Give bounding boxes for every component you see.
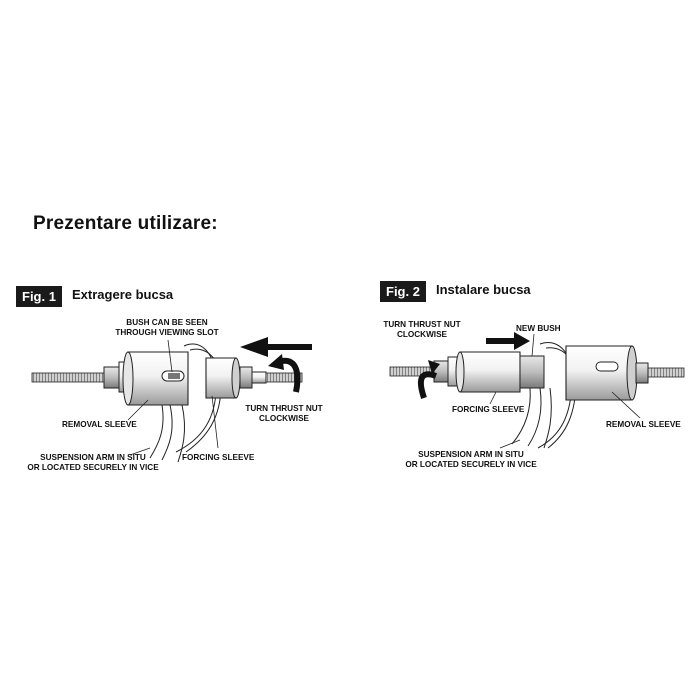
fig2-label-new-bush: NEW BUSH xyxy=(516,324,561,333)
fig2-label-turn-nut-line2: CLOCKWISE xyxy=(396,330,448,339)
fig2-direction-arrow xyxy=(486,332,530,350)
fig2-threaded-rod-right xyxy=(647,367,685,378)
fig1-sleeve-end xyxy=(122,351,134,406)
fig1-label-turn-nut-line2: CLOCKWISE xyxy=(258,414,310,423)
page-heading: Prezentare utilizare: xyxy=(33,213,218,234)
fig2-label-suspension-line2: OR LOCATED SECURELY IN VICE xyxy=(405,460,537,469)
fig2-arm-line-1 xyxy=(511,387,531,445)
fig2-arm-line-3 xyxy=(543,387,552,449)
fig2-title: Instalare bucsa xyxy=(436,282,531,297)
fig2-diagram xyxy=(389,332,685,449)
fig1-leader-removal xyxy=(127,399,149,421)
fig1-thrust-washer xyxy=(251,371,267,384)
fig2-leader-removal xyxy=(611,391,641,419)
fig1-nut-left xyxy=(103,366,120,389)
fig2-rotation-arrow xyxy=(417,371,438,399)
fig1-label-turn-nut-line1: TURN THRUST NUT xyxy=(245,404,323,413)
fig1-threaded-rod-left xyxy=(31,372,108,383)
fig2-label-turn-nut: TURN THRUST NUT CLOCKWISE xyxy=(372,320,472,340)
fig1-label-turn-nut: TURN THRUST NUT CLOCKWISE xyxy=(236,404,332,424)
fig1-label-suspension-line2: OR LOCATED SECURELY IN VICE xyxy=(27,463,159,472)
fig2-forcing-sleeve xyxy=(459,351,521,393)
fig2-leader-new-bush xyxy=(531,333,535,357)
fig1-arm-line-1 xyxy=(149,404,164,459)
fig1-rotation-arrowhead xyxy=(268,354,284,370)
fig1-title: Extragere bucsa xyxy=(72,287,174,302)
fig1-label-forcing-sleeve: FORCING SLEEVE xyxy=(182,453,255,462)
fig1-label-suspension-arm: SUSPENSION ARM IN SITU OR LOCATED SECURE… xyxy=(18,453,168,473)
fig1-label-viewing-slot: BUSH CAN BE SEEN THROUGH VIEWING SLOT xyxy=(112,318,222,338)
fig2-label-suspension-arm: SUSPENSION ARM IN SITU OR LOCATED SECURE… xyxy=(396,450,546,470)
fig1-leader-arm xyxy=(129,447,151,456)
fig2-leader-arm xyxy=(499,439,521,449)
fig1-forcing-sleeve-end xyxy=(231,357,241,399)
fig1-label-suspension-line1: SUSPENSION ARM IN SITU xyxy=(40,453,146,462)
fig2-viewing-slot xyxy=(595,361,619,372)
fig1-diagram xyxy=(31,337,312,463)
fig1-arm-line-2 xyxy=(161,404,173,461)
fig2-label-forcing-sleeve: FORCING SLEEVE xyxy=(452,405,525,414)
fig1-arm-line-3 xyxy=(177,404,185,463)
fig2-badge: Fig. 2 xyxy=(380,281,426,302)
fig2-nut-right xyxy=(635,362,649,384)
fig2-arm-line-2 xyxy=(527,387,542,447)
fig1-threaded-rod-right xyxy=(265,372,303,383)
fig1-label-removal-sleeve: REMOVAL SLEEVE xyxy=(62,420,137,429)
fig1-label-viewing-slot-line2: THROUGH VIEWING SLOT xyxy=(115,328,219,337)
fig2-forcing-sleeve-end xyxy=(455,351,465,393)
fig1-badge: Fig. 1 xyxy=(16,286,62,307)
fig2-label-turn-nut-line1: TURN THRUST NUT xyxy=(383,320,461,329)
fig2-label-removal-sleeve: REMOVAL SLEEVE xyxy=(606,420,681,429)
fig2-label-suspension-line1: SUSPENSION ARM IN SITU xyxy=(418,450,524,459)
fig1-label-viewing-slot-line1: BUSH CAN BE SEEN xyxy=(126,318,208,327)
fig1-thrust-nut xyxy=(239,366,253,389)
fig1-bush-in-slot xyxy=(168,373,180,379)
fig1-leader-forcing xyxy=(211,395,219,449)
fig2-new-bush xyxy=(519,355,545,389)
fig1-direction-arrow xyxy=(240,337,312,357)
fig2-removal-sleeve xyxy=(565,345,633,401)
fig2-leader-forcing xyxy=(489,391,497,405)
fig1-leader-slot xyxy=(167,339,173,373)
fig2-rotation-arrowhead xyxy=(428,360,440,374)
